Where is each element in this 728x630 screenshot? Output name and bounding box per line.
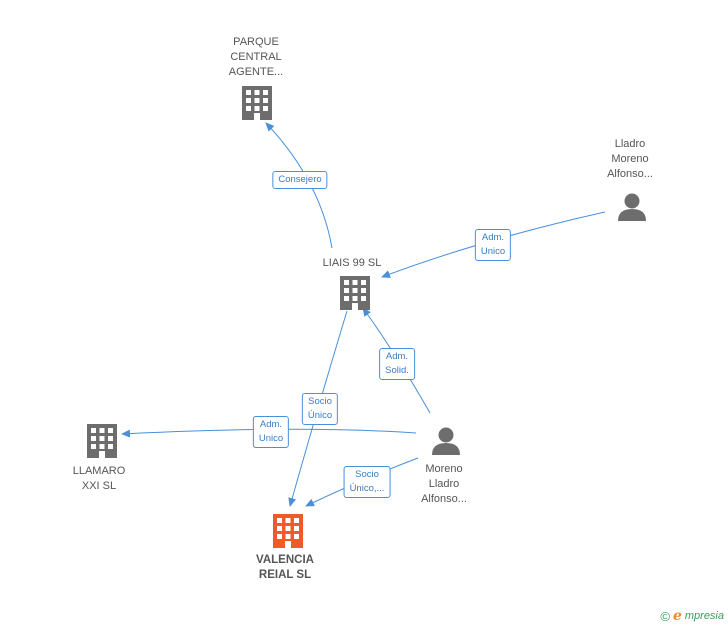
label-line: Lladro xyxy=(428,478,460,490)
label-line: Lladro xyxy=(614,138,646,150)
brand-logo-text: mpresia xyxy=(684,610,724,622)
edge-label-line: Consejero xyxy=(278,174,322,185)
edge-label-line: Unico xyxy=(480,246,506,257)
label-line: Alfonso... xyxy=(421,493,467,505)
label-line: LLAMARO xyxy=(72,465,126,477)
label-line: PARQUE xyxy=(233,36,279,48)
building-icon-llamaro[interactable] xyxy=(87,424,117,458)
node-label-liais[interactable]: LIAIS 99 SL xyxy=(323,256,382,271)
brand-logo-initial: e xyxy=(672,608,682,624)
edge-label-line: Único xyxy=(307,410,333,421)
edge-label-line: Solid. xyxy=(385,365,409,376)
person-icon-lladro-top[interactable] xyxy=(618,193,646,222)
label-line: Alfonso... xyxy=(607,168,653,180)
edge-label-line: Adm. xyxy=(259,419,283,430)
edge-label-socio-unico: Socio Único xyxy=(301,393,339,425)
label-line: XXI SL xyxy=(81,480,117,492)
edge-label-line: Socio xyxy=(308,396,332,407)
edge-label-line: Adm. xyxy=(481,232,505,243)
edge-label-consejero: Consejero xyxy=(272,171,328,189)
label-line: Moreno xyxy=(425,463,463,475)
edge-label-line: Único,... xyxy=(349,483,385,494)
edge-label-adm-solid: Adm. Solid. xyxy=(379,348,415,380)
person-icon-moreno[interactable] xyxy=(432,427,460,456)
edge-label-adm-unico-top: Adm. Unico xyxy=(474,229,512,261)
label-line: VALENCIA xyxy=(256,554,314,566)
node-label-lladro-top[interactable]: Lladro Moreno Alfonso... xyxy=(607,137,653,182)
edge-label-adm-unico-left: Adm. Unico xyxy=(252,416,290,448)
building-icon-liais[interactable] xyxy=(340,276,370,310)
label-line: LIAIS 99 SL xyxy=(322,257,382,269)
node-label-llamaro[interactable]: LLAMARO XXI SL xyxy=(73,464,126,494)
label-line: Moreno xyxy=(611,153,649,165)
copyright-icon: © xyxy=(660,608,670,624)
label-line: REIAL SL xyxy=(258,569,312,581)
edge-label-line: Socio xyxy=(355,469,379,480)
label-line: CENTRAL xyxy=(230,51,282,63)
node-label-parque[interactable]: PARQUE CENTRAL AGENTE... xyxy=(229,35,283,80)
edge-label-line: Adm. xyxy=(385,351,409,362)
edge-label-socio-unico-2: Socio Único,... xyxy=(343,466,391,498)
building-icon-parque[interactable] xyxy=(242,86,272,120)
node-label-moreno[interactable]: Moreno Lladro Alfonso... xyxy=(421,462,467,507)
building-icon-valencia[interactable] xyxy=(273,514,303,548)
edge-label-line: Unico xyxy=(258,433,284,444)
label-line: AGENTE... xyxy=(228,66,284,78)
node-label-valencia[interactable]: VALENCIA REIAL SL xyxy=(256,553,314,583)
